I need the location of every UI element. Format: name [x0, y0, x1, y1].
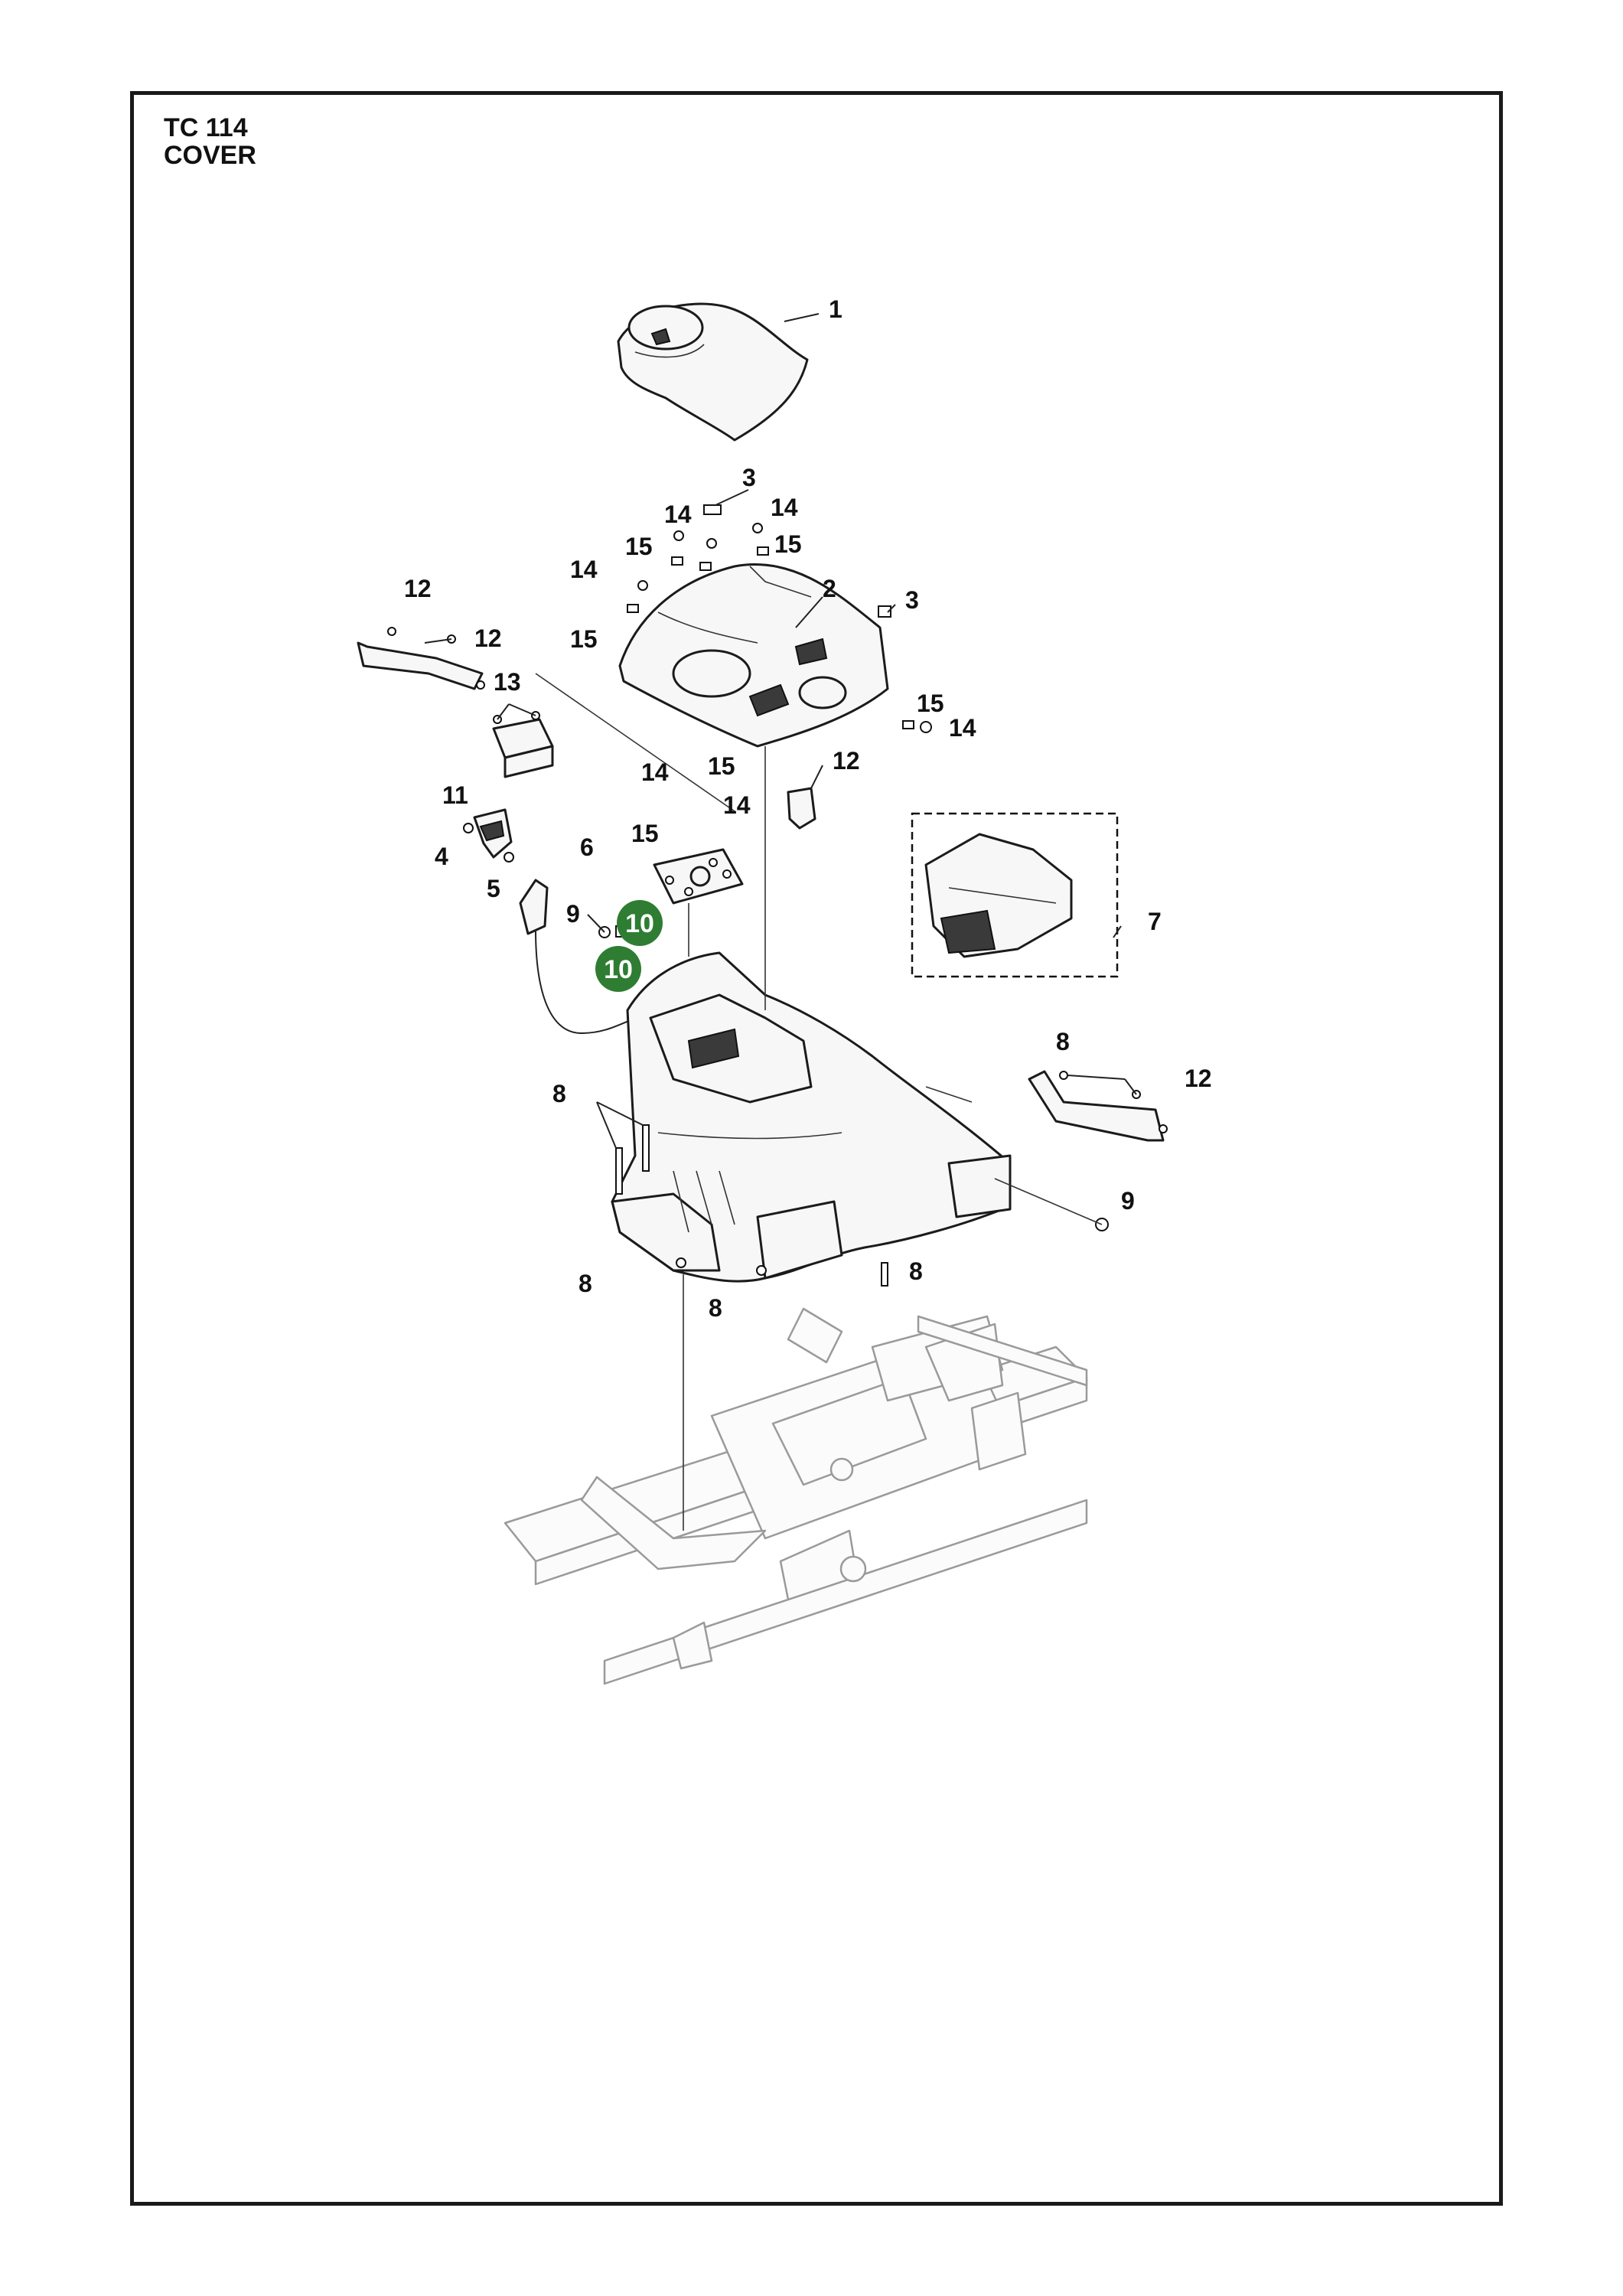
- callout-8-bottom-right: 8: [909, 1257, 923, 1285]
- chassis-frame: [504, 1307, 1088, 1685]
- callout-labels: 1 2 3 3 4 5 6 7 8 8 8 8 8 9 9 11 12 12 1…: [404, 295, 1212, 1322]
- callout-14-left: 14: [570, 556, 598, 583]
- callout-14-top: 14: [664, 501, 692, 528]
- part-11-throttle-lever: [473, 808, 513, 859]
- part-12-bracket-center: [787, 787, 816, 830]
- diagram-code: TC 114: [164, 113, 248, 142]
- callout-15-right: 15: [917, 690, 944, 717]
- diagram-title: COVER: [164, 141, 256, 170]
- callout-12-center: 12: [833, 747, 860, 775]
- callout-6: 6: [580, 833, 594, 861]
- callout-15-left: 15: [570, 625, 598, 653]
- callout-15-lower: 15: [631, 820, 659, 847]
- callout-15-top-right: 15: [774, 530, 802, 558]
- callout-12-top-left: 12: [404, 575, 432, 602]
- callout-3-top: 3: [742, 464, 756, 491]
- callout-5: 5: [487, 875, 500, 902]
- callout-3-right: 3: [905, 586, 919, 614]
- callout-7: 7: [1148, 908, 1162, 935]
- callout-14-right: 14: [949, 714, 976, 742]
- part-1-steering-cover: [617, 302, 809, 442]
- callout-12-left: 12: [474, 625, 502, 652]
- callout-2: 2: [823, 575, 836, 602]
- callout-15-mid: 15: [708, 752, 735, 780]
- callout-8-bottom-left: 8: [578, 1270, 592, 1297]
- highlight-callout-10-b[interactable]: 10: [595, 946, 641, 992]
- callout-14-mid: 14: [641, 758, 669, 786]
- highlight-callout-10-a[interactable]: 10: [617, 900, 663, 946]
- callout-14-top-right: 14: [771, 494, 798, 521]
- callout-12-right: 12: [1185, 1065, 1212, 1092]
- callout-8-bottom: 8: [709, 1294, 722, 1322]
- part-13-module: [492, 718, 554, 778]
- highlight-badge-b: [595, 946, 641, 992]
- leader-lines: [424, 313, 1137, 1531]
- callout-8-right: 8: [1056, 1028, 1070, 1055]
- part-2-dashboard-cover: [618, 563, 889, 748]
- highlight-label-a: 10: [625, 909, 654, 938]
- callout-9-right: 9: [1121, 1187, 1135, 1215]
- callout-8-left: 8: [552, 1080, 566, 1107]
- part-12-bracket-left: [357, 641, 484, 690]
- callout-14-mid-right: 14: [723, 791, 751, 819]
- callout-4: 4: [435, 843, 448, 870]
- callout-13: 13: [494, 668, 521, 696]
- highlight-label-b: 10: [604, 955, 633, 984]
- part-7-inset: [911, 812, 1119, 978]
- main-body-fender: [611, 951, 1012, 1283]
- drawing-frame: [130, 91, 1503, 2206]
- callout-15-top: 15: [625, 533, 653, 560]
- highlight-badge-a: [617, 900, 663, 946]
- part-12-bracket-right: [1028, 1070, 1165, 1142]
- callout-11: 11: [442, 781, 468, 809]
- callout-1: 1: [829, 295, 842, 323]
- part-6-plate: [653, 848, 744, 905]
- callout-9-left: 9: [566, 900, 580, 928]
